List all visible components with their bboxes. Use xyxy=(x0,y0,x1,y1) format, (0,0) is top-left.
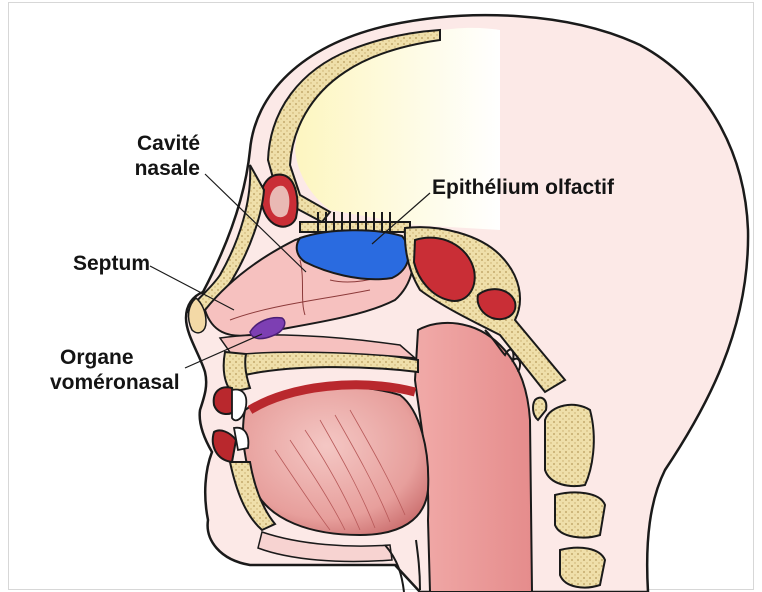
pharynx xyxy=(415,323,532,592)
label-organe-line2: voméronasal xyxy=(50,370,180,395)
label-cavite-line2: nasale xyxy=(60,156,200,181)
label-cavite-nasale: Cavité nasale xyxy=(60,131,200,181)
label-epithelium-olfactif: Epithélium olfactif xyxy=(432,175,614,200)
label-organe-vomeronasal: Organe voméronasal xyxy=(50,345,180,395)
label-organe-line1: Organe xyxy=(50,345,180,370)
label-septum: Septum xyxy=(73,251,150,276)
label-cavite-line1: Cavité xyxy=(60,131,200,156)
